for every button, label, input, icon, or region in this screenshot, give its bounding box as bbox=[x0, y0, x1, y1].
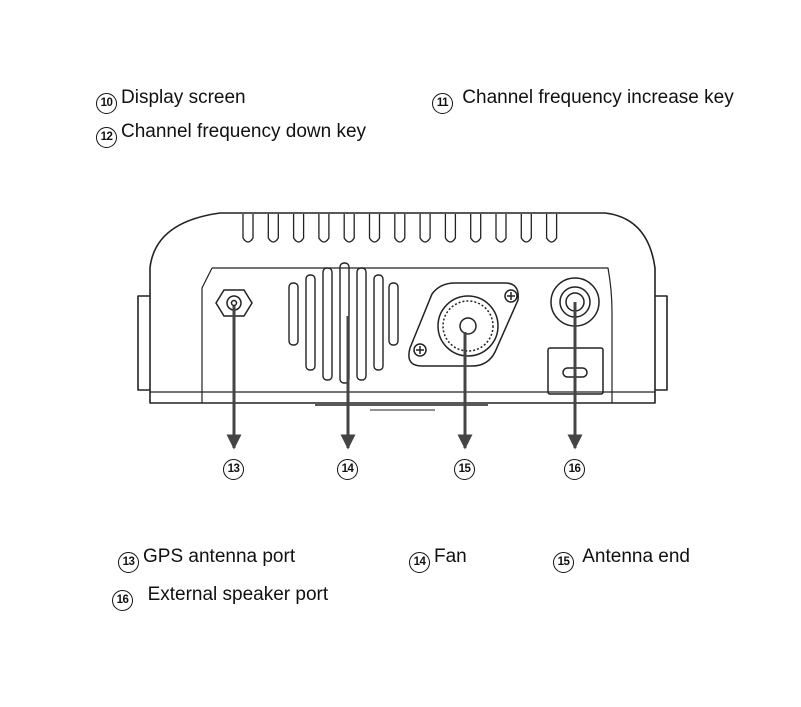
label-text: GPS antenna port bbox=[143, 546, 295, 567]
number-marker: 14 bbox=[409, 552, 430, 573]
label-text: Antenna end bbox=[582, 546, 690, 567]
number-marker: 16 bbox=[112, 590, 133, 611]
callout-14: 14 bbox=[337, 459, 358, 480]
label-text: Fan bbox=[434, 546, 467, 567]
callout-13: 13 bbox=[223, 459, 244, 480]
left-bracket bbox=[138, 296, 150, 390]
callout-16: 16 bbox=[564, 459, 585, 480]
number-marker: 15 bbox=[553, 552, 574, 573]
right-bracket bbox=[655, 296, 667, 390]
number-marker: 13 bbox=[118, 552, 139, 573]
callout-15: 15 bbox=[454, 459, 475, 480]
label-text: External speaker port bbox=[148, 584, 329, 605]
legend-antenna-end: 15 Antenna end bbox=[553, 547, 690, 573]
legend-external-speaker-port: 16 External speaker port bbox=[112, 585, 328, 611]
